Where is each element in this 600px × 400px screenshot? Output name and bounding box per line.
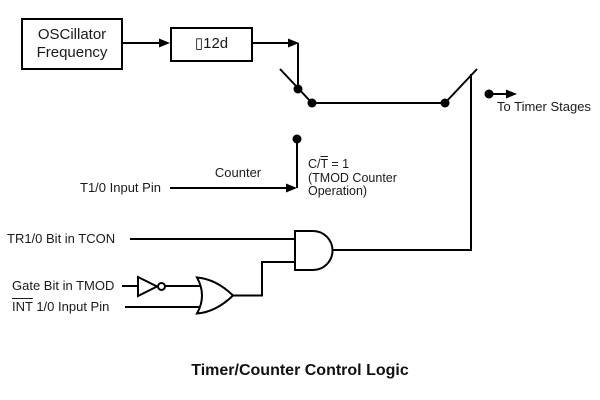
timer-contact-dot [293, 84, 303, 94]
timer-stages-contact-dot [484, 89, 494, 99]
counter-label: Counter [214, 165, 262, 180]
ct-equation: C/T = 1 [308, 157, 397, 172]
oscillator-frequency-box: OSCillator Frequency [21, 18, 123, 70]
divide-by-12-label: ▯12d [194, 35, 229, 53]
diagram-title: Timer/Counter Control Logic [191, 362, 409, 379]
arrowhead-counter [286, 183, 297, 193]
ct-overlined-t: T [320, 157, 328, 171]
ct-prefix: C/ [308, 157, 321, 171]
arrowhead-osc-to-divider [159, 38, 170, 48]
not-gate-icon [137, 275, 160, 298]
wire-or-to-and [233, 261, 295, 297]
arrowhead-divider-corner [288, 38, 299, 48]
counter-contact-dot [292, 134, 302, 144]
ct-mode-annotation: C/T = 1 (TMOD Counter Operation) [308, 157, 397, 199]
and-gate-icon [294, 230, 334, 271]
int-input-pin-label: INT 1/0 Input Pin [12, 299, 110, 315]
tr-bit-label: TR1/0 Bit in TCON [7, 231, 116, 246]
not-gate-bubble [157, 282, 166, 291]
to-timer-stages-label: To Timer Stages [497, 99, 591, 114]
ct-line3: Operation) [308, 184, 368, 198]
gate-switch-pole-dot [440, 98, 450, 108]
or-gate-icon [195, 276, 235, 315]
gate-switch-lever [444, 68, 478, 104]
select-switch-pole-dot [307, 98, 317, 108]
ct-suffix: = 1 [327, 157, 350, 171]
int-rest: 1/0 Input Pin [32, 299, 110, 314]
oscillator-frequency-label: OSCillator Frequency [36, 25, 108, 61]
gate-bit-label: Gate Bit in TMOD [12, 278, 115, 293]
int-overlined: INT [12, 299, 33, 314]
wire-and-output-to-lever [332, 74, 472, 251]
arrowhead-to-timer-stages [506, 89, 517, 99]
ct-line2: (TMOD Counter [308, 170, 397, 185]
t1-input-pin-label: T1/0 Input Pin [80, 180, 161, 195]
divide-by-12-box: ▯12d [170, 27, 253, 62]
